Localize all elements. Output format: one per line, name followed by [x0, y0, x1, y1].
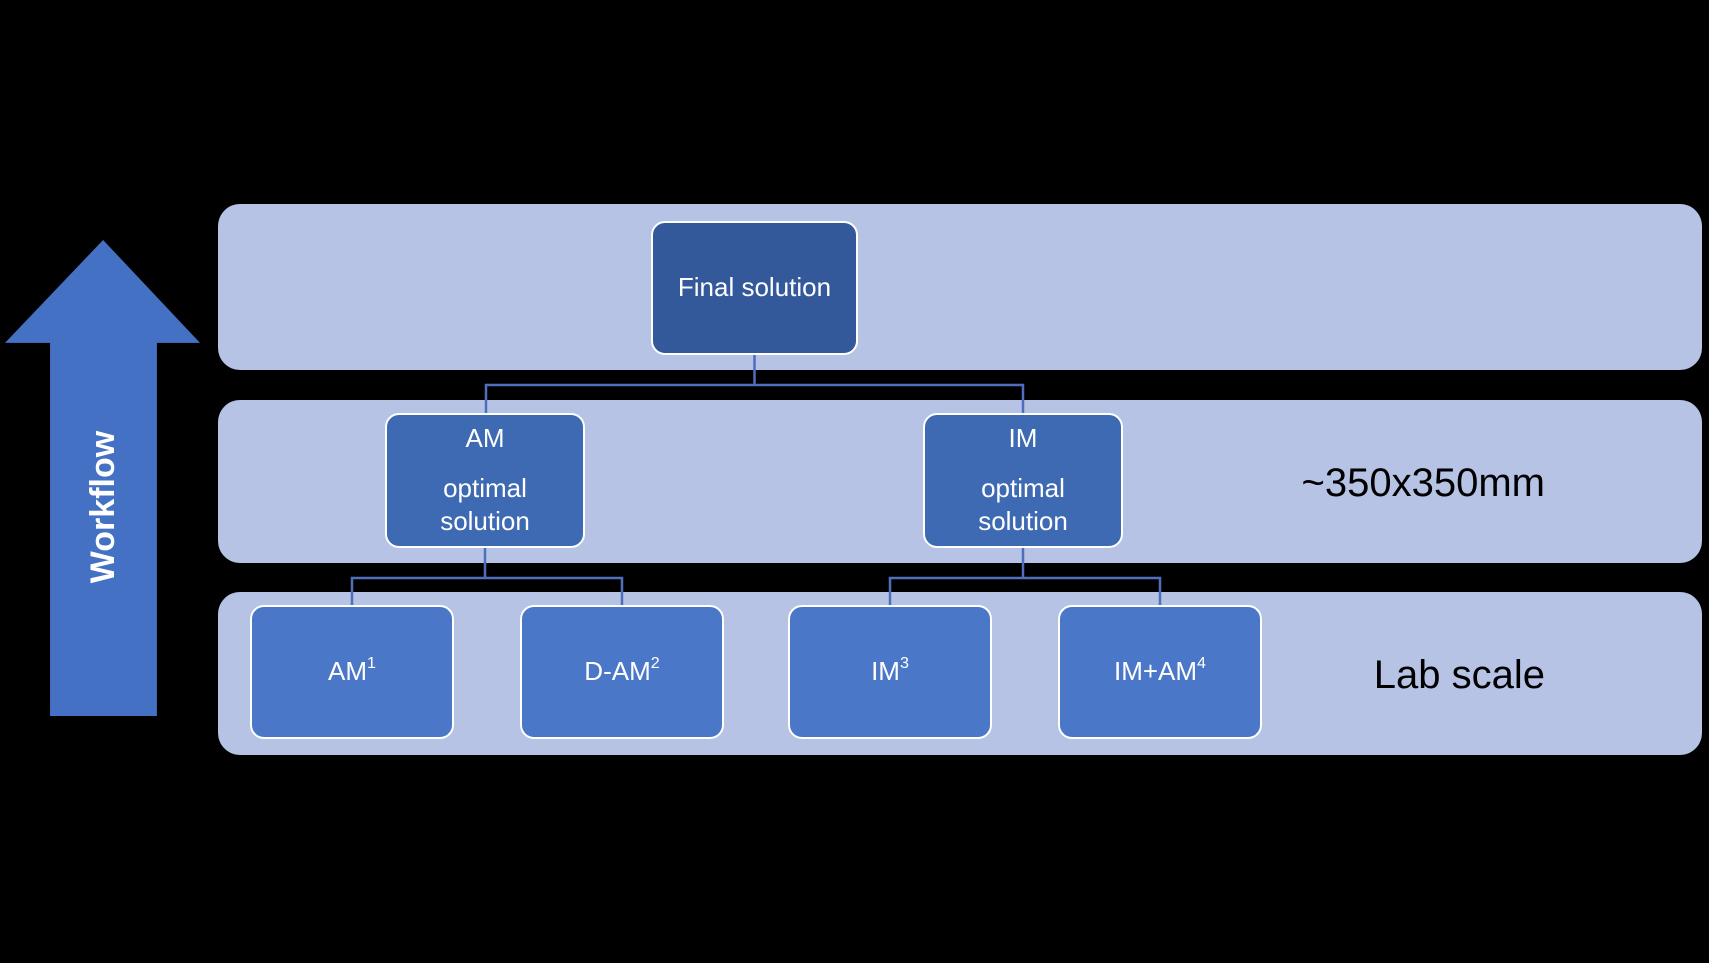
box-am-optimal-subtitle: optimal solution — [440, 472, 530, 537]
box-im-am4-superscript: 4 — [1197, 654, 1207, 673]
box-d-am2-superscript: 2 — [650, 654, 660, 673]
box-final-solution-label: Final solution — [677, 272, 832, 303]
box-im-am4-label: IM+AM4 — [1113, 654, 1207, 687]
box-am-optimal-solution: AM optimal solution — [385, 413, 585, 548]
box-im3-label: IM3 — [871, 654, 909, 687]
workflow-arrow: Workflow — [5, 240, 200, 716]
band-final-solution — [218, 204, 1702, 370]
box-im-optimal-subtitle: optimal solution — [978, 472, 1068, 537]
box-final-solution: Final solution — [651, 221, 858, 355]
box-am1-label: AM1 — [328, 654, 376, 687]
box-am1: AM1 — [250, 605, 454, 739]
box-im3: IM3 — [788, 605, 992, 739]
box-am1-superscript: 1 — [367, 654, 376, 673]
box-d-am2: D-AM2 — [520, 605, 724, 739]
box-im-optimal-title: IM — [1008, 422, 1038, 453]
box-im3-superscript: 3 — [899, 654, 909, 673]
workflow-arrow-label: Workflow — [84, 430, 122, 584]
box-d-am2-label: D-AM2 — [584, 654, 660, 687]
side-label-lab-scale: Lab scale — [1373, 653, 1545, 697]
box-im-am4: IM+AM4 — [1058, 605, 1262, 739]
box-am-optimal-title: AM — [465, 422, 505, 453]
box-im-optimal-solution: IM optimal solution — [923, 413, 1123, 548]
side-label-dimensions: ~350x350mm — [1301, 461, 1545, 505]
